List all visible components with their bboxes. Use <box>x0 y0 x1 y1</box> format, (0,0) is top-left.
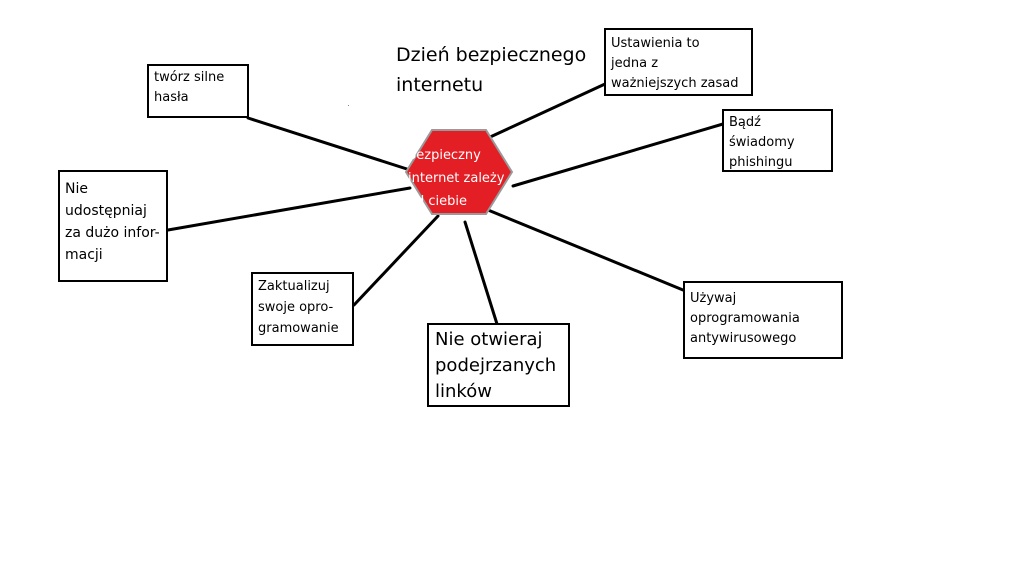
connector-antivirus <box>486 208 685 292</box>
node-update-software: Zaktualizuj swoje opro- gramowanie <box>251 272 354 346</box>
node-use-antivirus: Używaj oprogramowania antywirusowego <box>683 281 843 359</box>
connector-links <box>463 220 499 326</box>
connector-phishing <box>511 122 725 188</box>
connector-settings <box>486 82 607 140</box>
center-hexagon <box>404 129 514 215</box>
diagram-title: Dzień bezpiecznego internetu <box>396 44 587 96</box>
connector-share <box>166 186 412 232</box>
connector-passwords <box>246 116 412 172</box>
node-suspicious-links: Nie otwieraj podejrzanych linków <box>427 323 570 407</box>
connector-update <box>352 214 440 307</box>
center-text: bezpieczny internet zależy od ciebie <box>408 148 505 209</box>
node-phishing-awareness: Bądź świadomy phishingu <box>722 109 833 172</box>
node-strong-passwords: twórz silne hasła <box>147 64 249 118</box>
node-dont-overshare: Nie udostępniaj za dużo infor- macji <box>58 170 168 282</box>
node-settings-rule: Ustawienia to jedna z ważniejszych zasad <box>604 28 753 96</box>
stray-dot <box>348 105 349 106</box>
